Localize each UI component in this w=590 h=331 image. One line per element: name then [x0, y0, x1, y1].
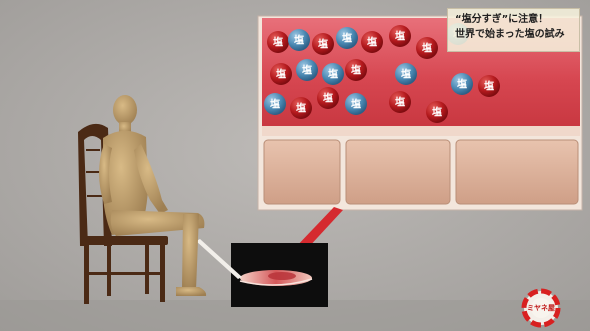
particle-label: 塩 [395, 96, 405, 109]
tissue-sample-inset [231, 243, 328, 307]
particle-label: 塩 [422, 42, 432, 55]
sodium-particle: 塩 [290, 97, 312, 119]
sodium-particle: 塩 [389, 91, 411, 113]
chloride-particle: 塩 [451, 73, 473, 95]
chloride-particle: 塩 [345, 93, 367, 115]
particle-label: 塩 [294, 34, 304, 47]
sodium-particle: 塩 [361, 31, 383, 53]
particle-label: 塩 [484, 80, 494, 93]
particle-label: 塩 [342, 32, 352, 45]
particle-label: 塩 [273, 36, 283, 49]
particle-label: 塩 [395, 30, 405, 43]
particle-label: 塩 [457, 78, 467, 91]
tissue-layer [264, 140, 578, 204]
caption-line-2: 世界で始まった塩の試み [455, 27, 575, 42]
sodium-particle: 塩 [426, 101, 448, 123]
sodium-particle: 塩 [267, 31, 289, 53]
particle-label: 塩 [323, 92, 333, 105]
sodium-particle: 塩 [389, 25, 411, 47]
news-caption: “塩分すぎ”に注意！ 世界で始まった塩の試み [447, 8, 580, 52]
particle-label: 塩 [318, 38, 328, 51]
sodium-particle: 塩 [270, 63, 292, 85]
chloride-particle: 塩 [336, 27, 358, 49]
particle-label: 塩 [351, 98, 361, 111]
particle-label: 塩 [328, 68, 338, 81]
particle-label: 塩 [351, 64, 361, 77]
particle-label: 塩 [401, 68, 411, 81]
logo-text: ミヤネ屋 [523, 303, 559, 313]
particle-label: 塩 [302, 64, 312, 77]
particle-label: 塩 [367, 36, 377, 49]
chloride-particle: 塩 [288, 29, 310, 51]
sodium-particle: 塩 [478, 75, 500, 97]
chloride-particle: 塩 [395, 63, 417, 85]
chloride-particle: 塩 [296, 59, 318, 81]
particle-label: 塩 [270, 98, 280, 111]
chloride-particle: 塩 [322, 63, 344, 85]
sodium-particle: 塩 [345, 59, 367, 81]
sodium-particle: 塩 [312, 33, 334, 55]
particle-label: 塩 [296, 102, 306, 115]
chloride-particle: 塩 [264, 93, 286, 115]
sodium-particle: 塩 [416, 37, 438, 59]
sodium-particle: 塩 [317, 87, 339, 109]
particle-label: 塩 [276, 68, 286, 81]
particle-label: 塩 [432, 106, 442, 119]
caption-line-1: “塩分すぎ”に注意！ [455, 12, 575, 27]
broadcaster-logo: ミヤネ屋 [523, 290, 559, 326]
